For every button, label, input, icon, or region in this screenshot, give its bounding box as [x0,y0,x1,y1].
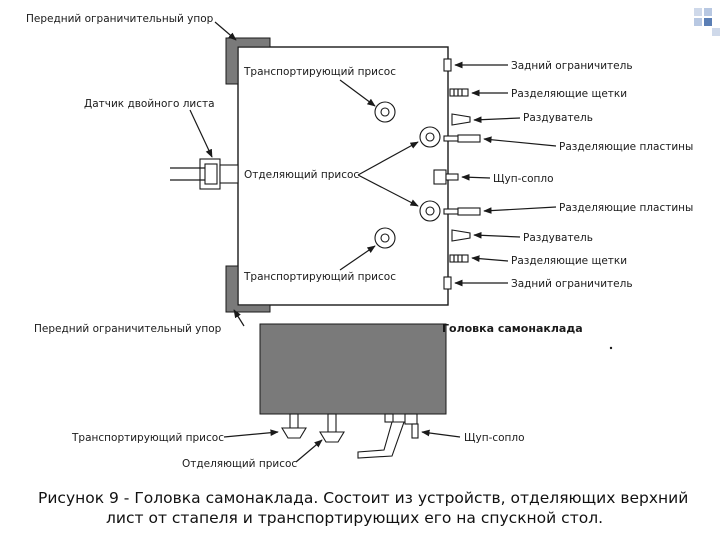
label-front-stop-top: Передний ограничительный упор [26,13,214,25]
label-blower-top: Раздуватель [523,112,593,124]
label-head-title: Головка самонаклада [442,322,583,335]
label-separating-plates-bottom: Разделяющие пластины [559,202,693,214]
blower-bottom-part [451,229,471,242]
rear-limiter-top-part [443,58,452,72]
transport-sucker-top-part [374,101,396,123]
label-side-transport-sucker: Транспортирующий присос [71,432,224,444]
head-body [259,323,447,415]
side-separating-sucker-part [319,413,345,443]
label-front-stop-bottom: Передний ограничительный упор [34,323,222,335]
separating-plates-top-part [443,134,481,143]
double-sheet-sensor-part [170,158,239,190]
probe-nozzle-top-part [433,169,459,185]
side-transport-sucker-part [281,413,307,439]
front-stop-bottom-part [225,265,271,313]
label-transport-sucker-top: Транспортирующий присос [243,66,396,78]
separating-brushes-bottom-part [449,254,469,263]
side-probe-nozzle-part [357,413,419,459]
transport-sucker-bottom-part [374,227,396,249]
corner-decoration [694,8,720,36]
separating-sucker-bottom-part [419,200,441,222]
separating-plates-bottom-part [443,207,481,216]
label-rear-limiter-top: Задний ограничитель [511,60,633,72]
separating-sucker-top-part [419,126,441,148]
caption-line-1: Рисунок 9 - Головка самонаклада. Состоит… [38,489,689,507]
label-separating-brushes-top: Разделяющие щетки [511,88,627,100]
blower-top-part [451,113,471,126]
label-side-separating-sucker: Отделяющий присос [182,458,297,470]
stray-dot [609,346,613,350]
label-separating-brushes-bottom: Разделяющие щетки [511,255,627,267]
separating-brushes-top-part [449,88,469,97]
label-double-sheet-sensor: Датчик двойного листа [84,98,215,110]
label-separating-sucker: Отделяющий присос [244,169,359,181]
label-side-probe-nozzle: Щуп-сопло [464,432,525,444]
label-rear-limiter-bottom: Задний ограничитель [511,278,633,290]
label-separating-plates-top: Разделяющие пластины [559,141,693,153]
label-probe-nozzle-top: Щуп-сопло [493,173,554,185]
front-stop-top-part [225,37,271,85]
rear-limiter-bottom-part [443,276,452,290]
label-transport-sucker-bottom: Транспортирующий присос [243,271,396,283]
label-blower-bottom: Раздуватель [523,232,593,244]
figure-caption: Рисунок 9 - Головка самонаклада. Состоит… [38,488,718,528]
caption-line-2: лист от стапеля и транспортирующих его н… [106,509,604,527]
